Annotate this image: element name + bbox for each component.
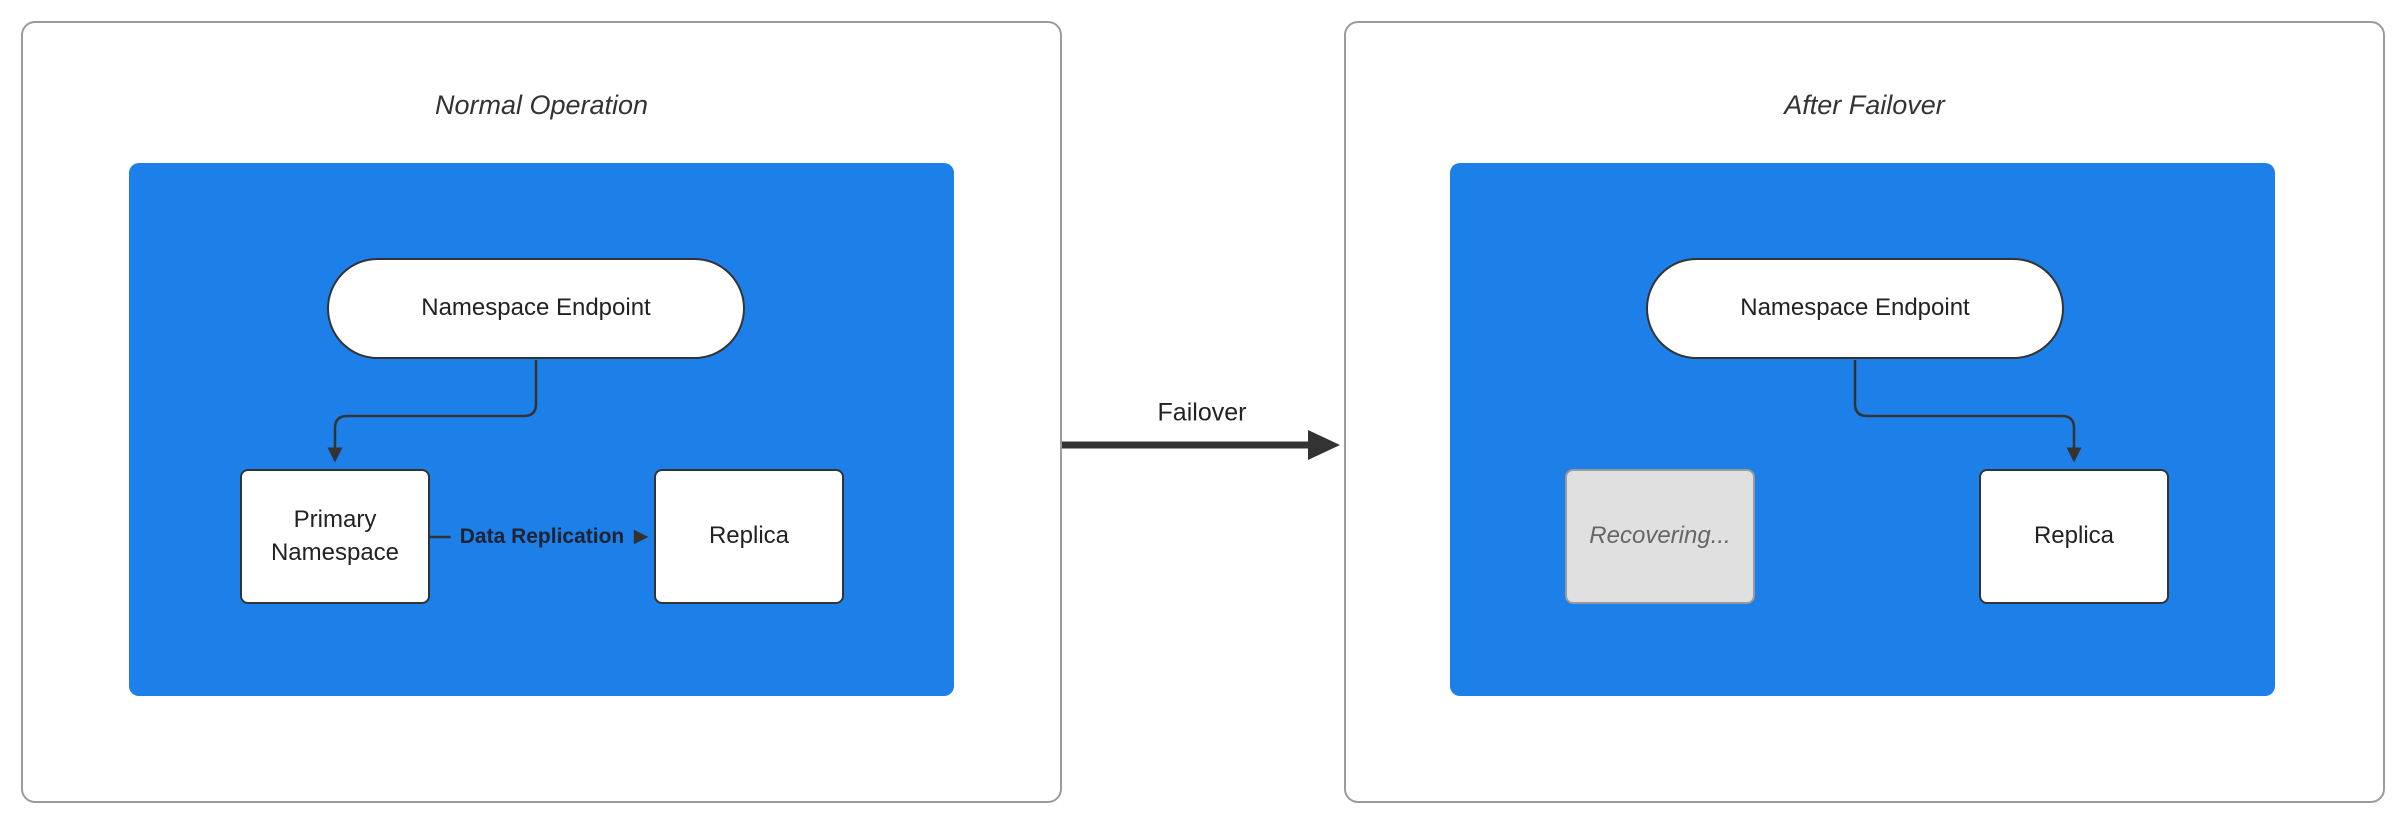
failover-arrow-label: Failover xyxy=(1149,398,1255,428)
node-label: Primary Namespace xyxy=(270,506,400,566)
node-label: Replica xyxy=(708,522,790,550)
node-label: Replica xyxy=(2033,522,2115,550)
node-namespace-endpoint-after: Namespace Endpoint xyxy=(1646,258,2064,359)
node-namespace-endpoint-normal: Namespace Endpoint xyxy=(327,258,745,359)
edge-label-data-replication: Data Replication xyxy=(450,522,634,552)
node-primary-namespace: Primary Namespace xyxy=(240,469,430,604)
node-replica-after: Replica xyxy=(1979,469,2169,604)
panel-title-normal-operation: Normal Operation xyxy=(434,90,649,120)
node-replica-normal: Replica xyxy=(654,469,844,604)
node-label: Namespace Endpoint xyxy=(421,294,651,322)
panel-title-after-failover: After Failover xyxy=(1784,90,1945,120)
node-recovering: Recovering... xyxy=(1565,469,1755,604)
cluster-normal-operation xyxy=(129,163,954,696)
node-label: Recovering... xyxy=(1589,522,1731,550)
node-label: Namespace Endpoint xyxy=(1740,294,1970,322)
cluster-after-failover xyxy=(1450,163,2275,696)
